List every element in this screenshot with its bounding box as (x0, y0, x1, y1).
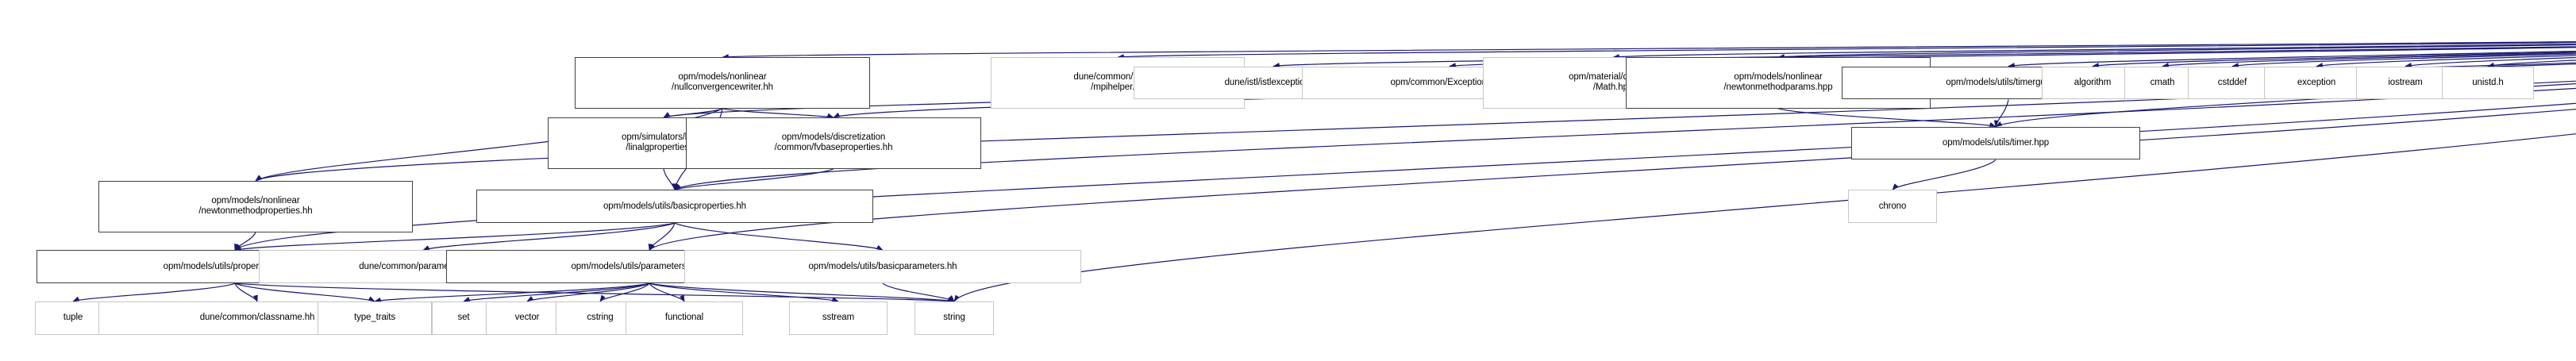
graph-edge (663, 168, 677, 191)
graph-node-label: opm/models/utils/basicparameters.hh (808, 261, 957, 271)
graph-edge (234, 282, 258, 302)
graph-edge (1777, 108, 1996, 128)
graph-edge (953, 133, 2576, 302)
graph-node-label: opm/models/nonlinear /nullconvergencewri… (672, 72, 773, 93)
graph-node-label: string (943, 313, 965, 323)
graph-edge (722, 108, 834, 118)
graph-edge (374, 282, 650, 302)
graph-edge (1273, 46, 2576, 68)
graph-node-functional[interactable]: functional (626, 301, 743, 335)
graph-node-label: opm/models/utils/timer.hpp (1942, 137, 2050, 148)
graph-edge (1892, 159, 1996, 191)
graph-node-label: opm/models/utils/timerguard.hh (1946, 77, 2071, 87)
graph-node-label: cstring (587, 313, 614, 323)
graph-edge (234, 232, 256, 252)
graph-node-vector[interactable]: vector (486, 301, 568, 335)
graph-node-unistdh[interactable]: unistd.h (2442, 66, 2534, 100)
graph-node-iostream[interactable]: iostream (2356, 66, 2455, 100)
graph-node-label: opm/models/nonlinear /newtonmethodproper… (198, 196, 313, 217)
graph-edge (234, 102, 2576, 252)
graph-node-label: unistd.h (2472, 77, 2504, 87)
graph-edge (234, 282, 375, 302)
graph-edge (722, 41, 2576, 60)
graph-edge (649, 282, 955, 302)
graph-edge (463, 282, 650, 302)
graph-edge (674, 168, 834, 190)
graph-node-chrono[interactable]: chrono (1848, 190, 1937, 224)
graph-node-sstream[interactable]: sstream (789, 301, 888, 335)
graph-node-label: sstream (822, 313, 855, 323)
graph-edge (2405, 56, 2576, 67)
graph-edge (663, 108, 723, 118)
graph-node-newtonmethodproperties[interactable]: opm/models/nonlinear /newtonmethodproper… (98, 181, 413, 232)
graph-edge (422, 222, 676, 251)
graph-edge (649, 282, 839, 302)
graph-edge (1117, 42, 2576, 60)
graph-node-label: cmath (2150, 77, 2175, 87)
graph-node-basicproperties[interactable]: opm/models/utils/basicproperties.hh (476, 190, 873, 224)
graph-node-label: opm/common/Exceptions.hpp (1390, 77, 1509, 87)
graph-node-label: opm/models/discretization /common/fvbase… (774, 132, 893, 153)
graph-node-label: opm/models/utils/basicproperties.hh (603, 201, 746, 211)
graph-edge (1993, 99, 2009, 128)
graph-node-string[interactable]: string (914, 301, 994, 335)
graph-edge (599, 282, 650, 302)
graph-edge (674, 222, 884, 251)
graph-edge (234, 222, 676, 252)
graph-edge (649, 282, 685, 302)
graph-edge (526, 282, 650, 302)
graph-node-label: set (457, 313, 470, 323)
graph-node-label: opm/models/nonlinear /newtonmethodparams… (1723, 72, 1833, 93)
graph-edge (2316, 55, 2576, 67)
graph-node-label: functional (664, 313, 704, 323)
graph-edge (2231, 53, 2576, 67)
graph-node-label: opm/simulators/linalg /linalgproperties.… (622, 132, 706, 153)
graph-node-nullconvergencewriter[interactable]: opm/models/nonlinear /nullconvergencewri… (575, 57, 870, 109)
graph-edge (2092, 52, 2576, 67)
graph-edge (255, 80, 2576, 182)
graph-node-label: dune/common/classname.hh (199, 313, 315, 323)
graph-edge (234, 282, 955, 304)
graph-node-label: chrono (1878, 201, 1907, 211)
graph-edge (649, 108, 2576, 252)
graph-edge (2008, 50, 2576, 67)
graph-node-label: exception (2297, 77, 2336, 87)
graph-node-label: cstddef (2217, 77, 2247, 87)
graph-edge (674, 87, 2576, 191)
graph-node-label: type_traits (354, 313, 395, 323)
graph-node-basicparameters[interactable]: opm/models/utils/basicparameters.hh (684, 250, 1081, 284)
graph-node-label: dune/istl/istlexception.hh (1224, 77, 1323, 87)
graph-edge (2487, 60, 2576, 67)
graph-edge (648, 222, 676, 252)
graph-node-fvbaseproperties[interactable]: opm/models/discretization /common/fvbase… (686, 117, 981, 169)
graph-node-label: vector (514, 313, 540, 323)
graph-node-label: algorithm (2074, 77, 2112, 87)
graph-node-label: tuple (63, 313, 83, 323)
graph-edge (882, 282, 955, 302)
graph-edge (72, 282, 236, 302)
graph-edge (2162, 52, 2576, 67)
graph-node-exception[interactable]: exception (2264, 66, 2369, 100)
graph-node-typetraits[interactable]: type_traits (318, 301, 432, 335)
graph-edge (1777, 44, 2576, 60)
graph-node-label: iostream (2388, 77, 2423, 87)
graph-edge (1612, 44, 2576, 60)
graph-node-timerhpp[interactable]: opm/models/utils/timer.hpp (1851, 126, 2140, 160)
